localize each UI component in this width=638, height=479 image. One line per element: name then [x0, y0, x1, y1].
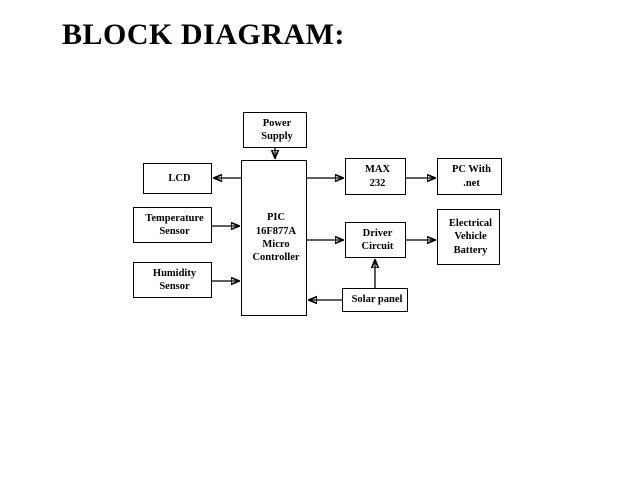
- block-lcd-line1: LCD: [168, 172, 191, 184]
- block-solar-panel-line1: Solar panel: [351, 294, 403, 306]
- block-temperature-sensor[interactable]: Temperature Sensor: [133, 207, 212, 243]
- block-max232-label: MAX 232: [346, 163, 405, 190]
- block-pic-controller-line3: Micro: [262, 239, 290, 250]
- block-max232-line2: 232: [369, 177, 386, 189]
- block-humidity-sensor-line1: Humidity: [152, 267, 197, 279]
- page-title: BLOCK DIAGRAM:: [62, 18, 345, 51]
- block-temperature-sensor-line1: Temperature: [145, 212, 204, 224]
- block-humidity-sensor-line2: Sensor: [159, 281, 190, 292]
- block-electrical-vehicle-battery-line2: Vehicle: [454, 231, 487, 243]
- block-pic-controller-label: PIC 16F877A Micro Controller: [242, 211, 306, 265]
- block-power-supply[interactable]: Power Supply: [243, 112, 307, 148]
- block-humidity-sensor[interactable]: Humidity Sensor: [133, 262, 212, 298]
- block-pc-with-net[interactable]: PC With .net: [437, 158, 502, 195]
- block-max232-line1: MAX: [364, 164, 391, 176]
- block-driver-circuit-line1: Driver: [362, 227, 393, 239]
- block-pic-controller-line4: Controller: [252, 252, 300, 264]
- block-max232[interactable]: MAX 232: [345, 158, 406, 195]
- block-pc-with-net-line1: PC With: [452, 164, 491, 176]
- block-humidity-sensor-label: Humidity Sensor: [134, 267, 211, 294]
- block-lcd-label: LCD: [144, 172, 211, 185]
- block-solar-panel[interactable]: Solar panel: [342, 288, 408, 312]
- block-lcd[interactable]: LCD: [143, 163, 212, 194]
- block-electrical-vehicle-battery-line1: Electrical: [448, 217, 493, 229]
- block-driver-circuit-line2: Circuit: [361, 241, 394, 252]
- block-pc-with-net-label: PC With .net: [438, 163, 501, 190]
- block-electrical-vehicle-battery-line3: Battery: [453, 244, 488, 256]
- block-temperature-sensor-line2: Sensor: [159, 226, 190, 237]
- block-temperature-sensor-label: Temperature Sensor: [134, 212, 211, 239]
- block-power-supply-label: Power Supply: [244, 117, 306, 144]
- block-pic-controller-line2: 16F877A: [255, 225, 297, 237]
- block-electrical-vehicle-battery-label: Electrical Vehicle Battery: [438, 217, 499, 257]
- block-solar-panel-label: Solar panel: [343, 293, 407, 306]
- block-pic-controller[interactable]: PIC 16F877A Micro Controller: [241, 160, 307, 316]
- block-driver-circuit[interactable]: Driver Circuit: [345, 222, 406, 258]
- block-pic-controller-line1: PIC: [266, 212, 286, 224]
- block-power-supply-line2: Supply: [261, 131, 293, 142]
- block-power-supply-line1: Power: [262, 117, 292, 129]
- block-electrical-vehicle-battery[interactable]: Electrical Vehicle Battery: [437, 209, 500, 265]
- block-pc-with-net-line2: .net: [463, 177, 480, 189]
- block-driver-circuit-label: Driver Circuit: [346, 227, 405, 254]
